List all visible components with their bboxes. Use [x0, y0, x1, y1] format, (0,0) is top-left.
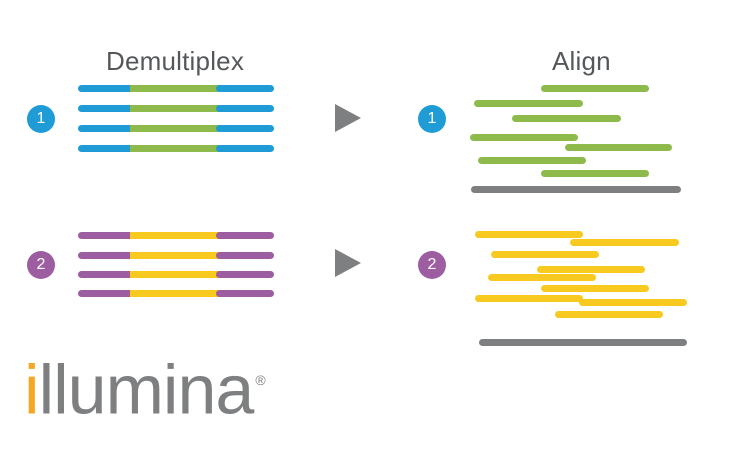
read-index-left	[78, 85, 138, 92]
registered-mark: ®	[255, 372, 266, 388]
aligned-read	[470, 134, 578, 141]
read-index-left	[78, 145, 138, 152]
align-heading: Align	[552, 46, 611, 76]
read-index-left	[78, 232, 138, 239]
aligned-read	[537, 266, 645, 273]
sample-2-badge-left: 2	[27, 251, 55, 279]
aligned-read	[565, 144, 672, 151]
read-insert	[130, 290, 222, 297]
aligned-read	[555, 311, 663, 318]
aligned-read	[475, 231, 583, 238]
aligned-read	[541, 85, 649, 92]
aligned-read	[478, 157, 586, 164]
read-insert	[130, 125, 222, 132]
read-insert	[130, 252, 222, 259]
read-index-right	[216, 105, 274, 112]
read-index-left	[78, 252, 138, 259]
aligned-read	[570, 239, 679, 246]
read-index-left	[78, 105, 138, 112]
aligned-read	[512, 115, 621, 122]
reference-genome	[479, 339, 687, 346]
sample-1-badge-left: 1	[27, 105, 55, 133]
illumina-logo: illumina®	[24, 344, 266, 429]
reference-genome	[471, 186, 681, 193]
sample-1-badge-right: 1	[418, 105, 446, 133]
read-insert	[130, 232, 222, 239]
aligned-read	[474, 100, 583, 107]
read-index-right	[216, 271, 274, 278]
read-index-right	[216, 125, 274, 132]
read-insert	[130, 271, 222, 278]
read-index-left	[78, 125, 138, 132]
read-insert	[130, 145, 222, 152]
aligned-read	[491, 251, 599, 258]
read-insert	[130, 85, 222, 92]
aligned-read	[475, 295, 583, 302]
demultiplex-heading: Demultiplex	[106, 46, 245, 76]
read-index-left	[78, 290, 138, 297]
logo-rest: llumina	[38, 350, 255, 429]
read-index-right	[216, 252, 274, 259]
aligned-read	[579, 299, 687, 306]
read-index-left	[78, 271, 138, 278]
sample-2-badge-right: 2	[418, 251, 446, 279]
read-insert	[130, 105, 222, 112]
read-index-right	[216, 290, 274, 297]
aligned-read	[488, 274, 596, 281]
read-index-right	[216, 145, 274, 152]
logo-first-letter: i	[24, 350, 40, 429]
aligned-read	[541, 285, 649, 292]
aligned-read	[541, 170, 649, 177]
read-index-right	[216, 232, 274, 239]
arrow-icon-1	[335, 104, 361, 132]
read-index-right	[216, 85, 274, 92]
arrow-icon-2	[335, 249, 361, 277]
